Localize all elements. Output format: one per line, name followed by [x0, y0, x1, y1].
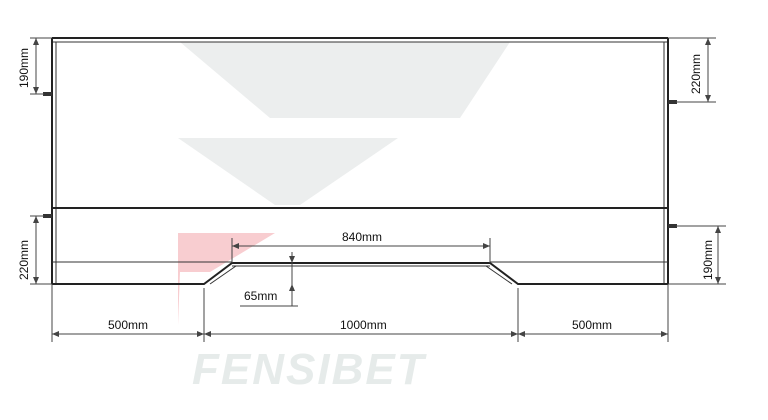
- dimension-label-right-top: 220mm: [689, 54, 703, 94]
- dimension-bottom: 500mm 1000mm 500mm: [51, 284, 669, 342]
- panel-body: [43, 37, 677, 285]
- watermark-text: FENSIBET: [192, 345, 427, 394]
- dimension-left-top: 190mm: [17, 37, 52, 95]
- dimension-label-left-bottom: 220mm: [17, 240, 31, 280]
- dimension-label-left-segment: 500mm: [108, 318, 148, 332]
- hinge-right-lower: [668, 224, 677, 228]
- dimension-label-right-bottom: 190mm: [701, 240, 715, 280]
- dimension-label-cutout-depth: 65mm: [244, 289, 277, 303]
- hinge-right-upper: [668, 100, 677, 104]
- dimension-cutout-depth: 65mm: [240, 252, 298, 307]
- dimension-label-middle-segment: 1000mm: [340, 318, 387, 332]
- dimension-cutout-width: 840mm: [231, 230, 491, 263]
- watermark-logo: FENSIBET: [178, 42, 510, 394]
- watermark-red-accent: [178, 233, 275, 325]
- dimension-right-bottom: 190mm: [668, 225, 726, 285]
- hinge-left-upper: [43, 92, 52, 96]
- dimension-label-right-segment: 500mm: [572, 318, 612, 332]
- watermark-chevron-upper: [180, 42, 510, 118]
- watermark-chevron-lower: [178, 138, 398, 205]
- dimension-right-top: 220mm: [668, 37, 716, 103]
- hinge-left-lower: [43, 214, 52, 218]
- dimension-left-bottom: 220mm: [17, 215, 52, 285]
- dimension-label-cutout-width: 840mm: [342, 230, 382, 244]
- dimension-label-left-top: 190mm: [17, 48, 31, 88]
